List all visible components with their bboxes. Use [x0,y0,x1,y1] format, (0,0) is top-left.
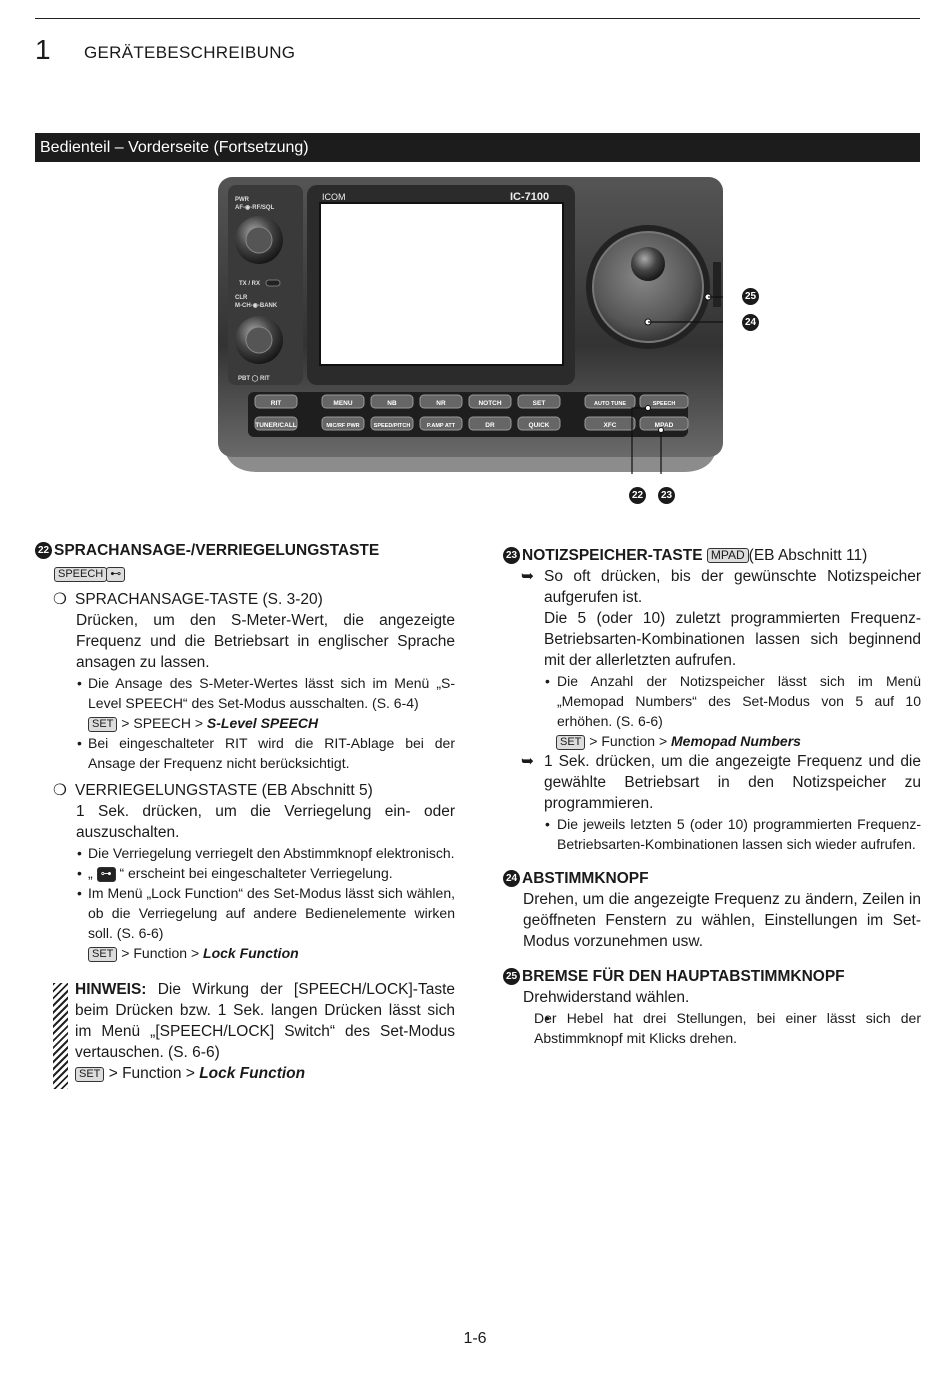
right-column: 23 NOTIZSPEICHER-TASTE MPAD (EB Abschnit… [503,545,921,1048]
section-25-text: Drehwiderstand wählen. [523,989,690,1006]
speech-bullet-2: Bei eingeschalteter RIT wird die RIT-Abl… [35,733,455,773]
clr-label: CLR [235,295,248,301]
set-path: > Function > [585,733,672,749]
lock-key-text: 1 Sek. drücken, um die Verriegelung ein-… [76,803,455,841]
set-button[interactable]: SET [533,400,546,407]
left-column: 22 SPRACHANSAGE-/VERRIEGELUNGSTASTE SPEE… [35,540,455,1089]
mpad-bullet-1: Die Anzahl der Notizspeicher lässt sich … [503,671,921,731]
set-menu-item: Lock Function [199,1065,306,1082]
brand-logo: ICOM [322,192,346,202]
xfc-button[interactable]: XFC [604,422,617,429]
txrx-indicator [265,279,281,287]
pbt-rit-label: PBT ◯ RIT [238,375,270,382]
mpad-press-text: So oft drücken, bis der gewünschte Notiz… [544,568,921,606]
main-dial[interactable] [592,231,704,343]
speech-bullet-1: Die Ansage des S-Meter-Wertes lässt sich… [35,673,455,713]
mpad-key-symbol: MPAD [706,548,749,563]
speech-key-heading: SPRACHANSAGE-TASTE (S. 3-20) [75,591,323,608]
section-23-heading: 23 NOTIZSPEICHER-TASTE MPAD (EB Abschnit… [503,545,921,566]
section-24-title: ABSTIMMKNOPF [522,870,649,887]
transceiver-front-panel-illustration: ICOM IC-7100 PWR AF-◉-RF/SQL TX / RX CLR… [218,177,723,474]
set-menu-item: Lock Function [203,945,299,961]
chapter-number: 1 [35,34,51,65]
set-key-symbol: SET [88,717,118,732]
notch-button[interactable]: NOTCH [478,400,501,407]
lock-key-heading: VERRIEGELUNGSTASTE (EB Abschnitt 5) [75,782,373,799]
tuner-call-button[interactable]: TUNER/CALL [255,422,297,429]
set-path: > Function > [117,945,204,961]
section-banner: Bedienteil – Vorderseite (Fortsetzung) [35,133,920,162]
page-number: 1-6 [463,1330,487,1347]
section-24-heading: 24 ABSTIMMKNOPF [503,868,921,889]
set-menu-item: Memopad Numbers [671,733,801,749]
nr-button[interactable]: NR [436,400,446,407]
pamp-att-button[interactable]: P.AMP ATT [427,423,456,429]
callout-25: 25 [742,288,759,305]
note-text: Die Wirkung der [SPEECH/LOCK]-Taste beim… [75,981,455,1061]
mpad-hold-text: 1 Sek. drücken, um die angezeigte Freque… [544,753,921,812]
lock-bullet-2: “ erscheint bei eingeschalteter Verriege… [119,865,393,881]
set-path: > SPEECH > [117,715,207,731]
dr-button[interactable]: DR [485,422,495,429]
note-box: HINWEIS: Die Wirkung der [SPEECH/LOCK]-T… [35,979,455,1089]
section-25-heading: 25 BREMSE FÜR DEN HAUPTABSTIMMKNOPF [503,966,921,987]
lock-icon: ⊶ [96,867,116,882]
section-22-heading: 22 SPRACHANSAGE-/VERRIEGELUNGSTASTE [35,540,455,561]
mpad-bullet-2: Die jeweils letzten 5 (oder 10) programm… [503,814,921,854]
speech-lock-button[interactable]: SPEECH [653,401,676,407]
section-24-text: Drehen, um die angezeigte Frequenz zu än… [523,891,921,950]
mch-bank-label: M-CH-◉-BANK [235,303,278,309]
auto-tune-button[interactable]: AUTO TUNE [594,401,626,407]
af-rf-sql-label: AF-◉-RF/SQL [235,205,275,211]
rit-button[interactable]: RIT [271,400,282,407]
set-key-symbol: SET [556,735,586,750]
nb-button[interactable]: NB [387,400,397,407]
section-23-ref: (EB Abschnitt 11) [748,547,868,564]
chapter-title: GERÄTEBESCHREIBUNG [84,43,296,62]
header-rule [35,18,920,19]
lock-quote-open: „ [88,865,93,881]
quick-button[interactable]: QUICK [529,422,550,429]
set-key-symbol: SET [88,947,118,962]
section-23-title: NOTIZSPEICHER-TASTE [522,547,703,564]
txrx-label: TX / RX [239,281,260,287]
speed-pitch-button[interactable]: SPEED/PITCH [374,423,411,429]
menu-button[interactable]: MENU [333,400,352,407]
note-hatch [53,983,68,1089]
section-25-bullet: Der Hebel hat drei Stellungen, bei einer… [503,1008,921,1048]
section-22-number: 22 [35,542,52,559]
set-path: > Function > [104,1065,200,1082]
note-label: HINWEIS: [75,981,147,998]
callout-22: 22 [629,487,646,504]
speech-key-symbol: SPEECH [54,567,108,582]
callout-24: 24 [742,314,759,331]
mic-rf-pwr-button[interactable]: MIC/RF PWR [326,423,359,429]
callout-23: 23 [658,487,675,504]
section-22-title: SPRACHANSAGE-/VERRIEGELUNGSTASTE [54,542,380,559]
pwr-label: PWR [235,197,250,203]
lock-bullet-1: Die Verriegelung verriegelt den Abstimmk… [35,843,455,863]
set-key-symbol: SET [75,1067,105,1082]
section-23-number: 23 [503,547,520,564]
mpad-button[interactable]: MPAD [655,422,674,429]
model-name: IC-7100 [510,191,549,203]
lock-bullet-3: Im Menü „Lock Function“ des Set-Modus lä… [35,883,455,943]
set-menu-item: S-Level SPEECH [206,715,319,731]
speech-key-text: Drücken, um den S-Meter-Wert, die angeze… [76,612,455,671]
section-24-number: 24 [503,870,520,887]
mpad-press-detail: Die 5 (oder 10) zuletzt programmierten F… [544,610,921,669]
section-25-number: 25 [503,968,520,985]
section-25-title: BREMSE FÜR DEN HAUPTABSTIMMKNOPF [522,968,845,985]
